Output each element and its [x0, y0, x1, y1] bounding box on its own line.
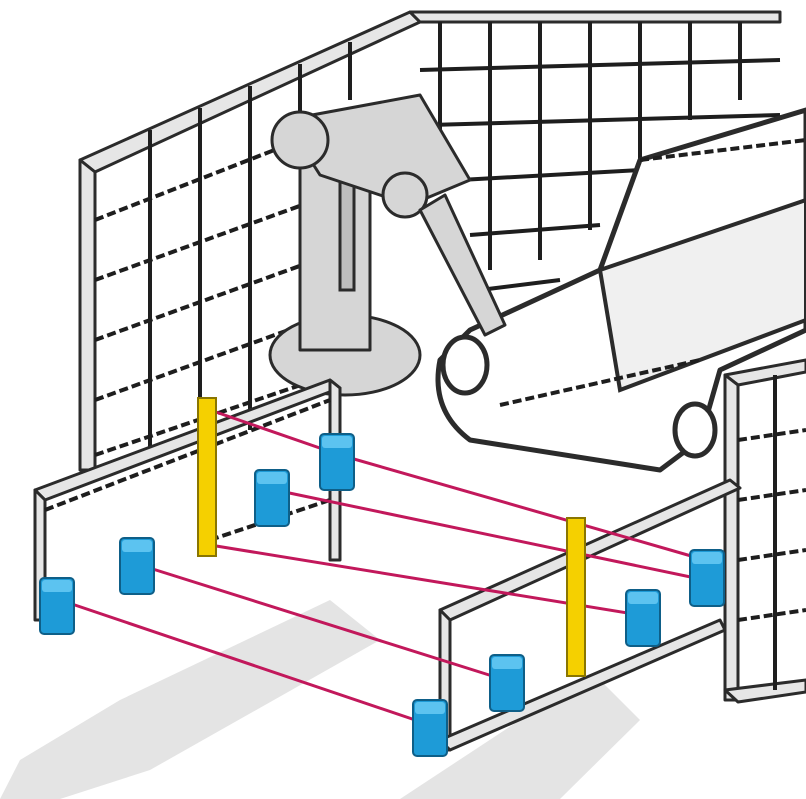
right-fence	[723, 358, 806, 704]
light-beam	[274, 488, 706, 582]
light-beam	[209, 408, 341, 457]
robot-elbow-joint	[381, 171, 429, 219]
light-curtain-post-right	[566, 517, 586, 677]
light-curtain-posts	[197, 397, 586, 677]
light-beam	[139, 563, 506, 682]
sensor	[119, 537, 155, 595]
sensor	[412, 699, 448, 757]
sensor	[489, 654, 525, 712]
light-beam	[59, 598, 431, 727]
workpiece-frame	[435, 107, 806, 473]
sensor	[39, 577, 75, 635]
workpiece-hole-left	[440, 334, 490, 396]
light-curtain-post-left	[197, 397, 217, 557]
sensor	[254, 469, 290, 527]
light-beams	[59, 408, 706, 727]
sensor	[689, 549, 725, 607]
light-beam	[339, 453, 706, 562]
robot-shoulder-joint	[270, 110, 330, 170]
light-curtain-sensors	[39, 433, 725, 757]
floor-shadows	[0, 600, 640, 799]
robot-forearm	[418, 193, 507, 337]
workpiece-hole-right	[672, 401, 718, 459]
industrial-robot	[268, 93, 507, 397]
back-fence	[78, 10, 782, 472]
sensor	[319, 433, 355, 491]
sensor	[625, 589, 661, 647]
